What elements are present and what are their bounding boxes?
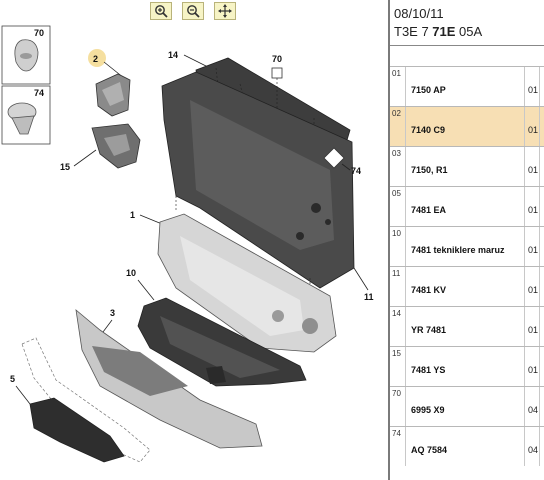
row-qty-cell: 04 — [526, 427, 540, 466]
row-index: 05 — [390, 187, 406, 226]
row-qty: 04 — [528, 405, 539, 415]
row-index: 03 — [390, 147, 406, 186]
row-index: 70 — [390, 387, 406, 426]
row-qty: 01 — [528, 245, 539, 255]
diagram-toolbar — [0, 0, 388, 22]
row-qty: 01 — [528, 205, 539, 215]
callout-2: 2 — [93, 54, 98, 64]
row-reference: 7481 tekniklere maruz — [411, 245, 505, 255]
row-reference-cell: 7150, R1 — [407, 147, 525, 186]
part-row-10[interactable]: 10 7481 tekniklere maruz 01 — [390, 226, 544, 266]
row-qty: 01 — [528, 165, 539, 175]
callout-74-inset: 74 — [34, 88, 44, 98]
callout-15: 15 — [60, 162, 70, 172]
row-reference: AQ 7584 — [411, 445, 448, 455]
row-index: 02 — [390, 107, 406, 146]
row-reference: YR 7481 — [411, 325, 447, 335]
row-qty: 01 — [528, 365, 539, 375]
row-reference: 7140 C9 — [411, 125, 446, 135]
row-qty: 01 — [528, 285, 539, 295]
row-qty: 01 — [528, 125, 539, 135]
row-reference: 7150 AP — [411, 85, 446, 95]
row-index: 11 — [390, 267, 406, 306]
part-row-01[interactable]: 01 7150 AP 01 — [390, 66, 544, 106]
zoom-out-icon — [187, 5, 200, 18]
row-qty: 04 — [528, 445, 539, 455]
part-row-14[interactable]: 14 YR 7481 01 — [390, 306, 544, 346]
part-row-11[interactable]: 11 7481 KV 01 — [390, 266, 544, 306]
row-reference-cell: AQ 7584 — [407, 427, 525, 466]
part-5-outline — [21, 337, 151, 463]
row-qty-cell: 01 — [526, 267, 540, 306]
row-reference-cell: 7481 EA — [407, 187, 525, 226]
row-qty-cell: 01 — [526, 107, 540, 146]
row-reference-cell: YR 7481 — [407, 307, 525, 346]
row-qty-cell: 01 — [526, 227, 540, 266]
row-reference: 7481 EA — [411, 205, 447, 215]
part-row-70[interactable]: 70 6995 X9 04 — [390, 386, 544, 426]
row-index: 74 — [390, 427, 406, 466]
callout-1: 1 — [130, 210, 135, 220]
row-qty: 01 — [528, 325, 539, 335]
row-qty-cell: 01 — [526, 187, 540, 226]
callout-74: 74 — [351, 166, 361, 176]
callout-3: 3 — [110, 308, 115, 318]
part-row-15[interactable]: 15 7481 YS 01 — [390, 346, 544, 386]
zoom-in-icon — [155, 5, 168, 18]
model-code: T3E 7 71E 05A — [394, 24, 483, 39]
row-reference-cell: 7481 KV — [407, 267, 525, 306]
row-index: 14 — [390, 307, 406, 346]
row-reference-cell: 7140 C9 — [407, 107, 525, 146]
row-reference: 7150, R1 — [411, 165, 448, 175]
row-index: 10 — [390, 227, 406, 266]
row-qty-cell: 01 — [526, 67, 540, 106]
panel-divider — [388, 0, 390, 480]
inset-box-70 — [1, 25, 51, 85]
callout-70-inset: 70 — [34, 28, 44, 38]
inset-box-74 — [1, 85, 51, 145]
row-qty-cell: 01 — [526, 347, 540, 386]
part-row-02[interactable]: 02 7140 C9 01 — [390, 106, 544, 146]
date-label: 08/10/11 — [394, 6, 444, 21]
callout-14: 14 — [168, 50, 178, 60]
part-row-03[interactable]: 03 7150, R1 01 — [390, 146, 544, 186]
row-qty-cell: 01 — [526, 147, 540, 186]
row-qty-cell: 01 — [526, 307, 540, 346]
zoom-out-button[interactable] — [182, 2, 204, 20]
row-reference: 7481 YS — [411, 365, 446, 375]
row-qty: 01 — [528, 85, 539, 95]
callout-11: 11 — [364, 292, 374, 302]
callout-highlight — [88, 49, 106, 67]
header-rule — [390, 45, 544, 46]
callout-5: 5 — [10, 374, 15, 384]
move-icon — [218, 4, 232, 18]
row-reference-cell: 7481 YS — [407, 347, 525, 386]
row-reference-cell: 7481 tekniklere maruz — [407, 227, 525, 266]
part-row-05[interactable]: 05 7481 EA 01 — [390, 186, 544, 226]
pan-button[interactable] — [214, 2, 236, 20]
row-qty-cell: 04 — [526, 387, 540, 426]
callout-10: 10 — [126, 268, 136, 278]
part-row-74[interactable]: 74 AQ 7584 04 — [390, 426, 544, 466]
row-index: 15 — [390, 347, 406, 386]
zoom-in-button[interactable] — [150, 2, 172, 20]
row-reference-cell: 6995 X9 — [407, 387, 525, 426]
parts-diagram: 70 74 2 15 14 70 74 11 1 10 3 5 — [1, 25, 374, 463]
part-5 — [29, 397, 125, 463]
row-reference: 7481 KV — [411, 285, 447, 295]
callout-70: 70 — [272, 54, 282, 64]
row-index: 01 — [390, 67, 406, 106]
row-reference-cell: 7150 AP — [407, 67, 525, 106]
row-reference: 6995 X9 — [411, 405, 445, 415]
